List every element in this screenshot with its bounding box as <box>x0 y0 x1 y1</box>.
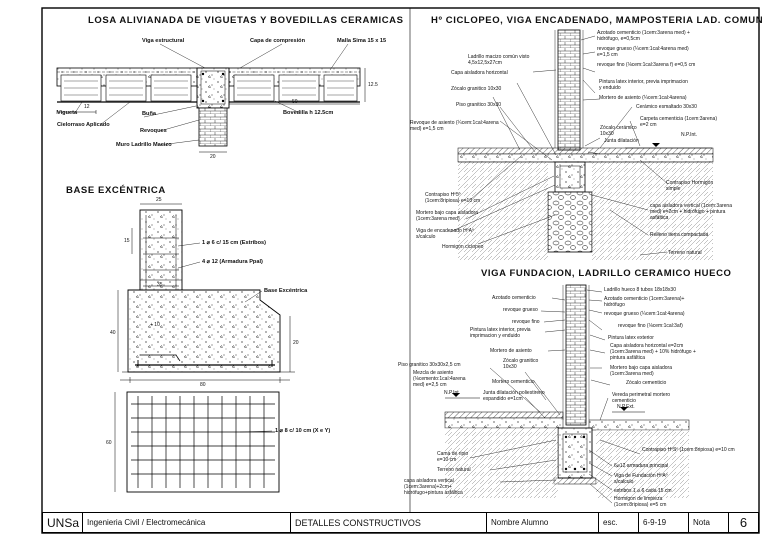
wall-label: Junta dilatación <box>604 138 639 144</box>
slab-label: Vigueta <box>57 110 78 116</box>
beam-label: Cama de ripio e=10 cm <box>437 451 469 463</box>
wall-label: Cerámico esmaltado 30x30 <box>636 104 697 110</box>
wall-label: Revoque de asiento (¼cem:1cal:4arena med… <box>410 120 499 132</box>
beam-label: Ladrillo hueco 8 tubos 18x18x30 <box>604 287 676 293</box>
wall-label: Capa aisladora horizontal <box>451 70 508 76</box>
wall-label: Azotado cementicio (1cem:3arena med) + h… <box>597 30 690 42</box>
footing-dimension: 35 <box>157 282 163 288</box>
beam-label: Pintura latex exterior <box>608 335 654 341</box>
footing-dimension: 20 <box>293 340 299 346</box>
beam-label: Junta dilatación poliestireno expandido … <box>483 390 545 402</box>
beam-label: Contrapiso HºSº (1cem:8ripiosa) e=10 cm <box>642 447 735 453</box>
footing-label: 4 ⌀ 12 (Armadura Ppal) <box>202 259 263 265</box>
wall-label: Mortero bajo capa aisladora (1cem:3arena… <box>416 210 478 222</box>
beam-label: Viga de Fundación HºAº s/calculo <box>614 473 668 485</box>
footing-dimension: 40 <box>110 330 116 336</box>
title-block-date: 6-9-19 <box>639 513 689 532</box>
slab-label: Buña <box>142 111 156 117</box>
wall-label: capa aisladora vertical (1cem:3arena med… <box>650 203 732 221</box>
title-block-career: Ingenieria Civil / Electromecánica <box>83 513 291 532</box>
beam-section-title: VIGA FUNDACION, LADRILLO CERAMICO HUECO <box>481 268 732 279</box>
title-block-org: UNSa <box>43 513 83 532</box>
eccentric-footing-drawing <box>114 203 295 493</box>
beam-label: Hormigon de limpieza (1cem:8ripiosa) e=5… <box>614 496 667 508</box>
beam-label: estribos 1 ⌀ 6 cada 15 cm <box>614 488 672 494</box>
footing-dimension: + 10 <box>150 322 160 328</box>
footing-dimension: 25 <box>156 197 162 203</box>
beam-label: Mortero bajo capa aisladora (1cem:3arena… <box>610 365 672 377</box>
wall-label: Ladrillo macizo común visto 4,5x12,5x27c… <box>468 54 530 66</box>
slab-label: Muro Ladrillo Macizo <box>116 142 172 148</box>
slab-label: Bovedilla h 12.5cm <box>283 110 334 116</box>
wall-label: revoque grueso (¼cem:1cal:4arena med) e=… <box>597 46 689 58</box>
sheet-frame <box>41 7 760 534</box>
wall-label: Contrapiso Hormigón simple <box>666 180 714 192</box>
footing-label: 1 ⌀ 6 c/ 15 cm (Estribos) <box>202 240 266 246</box>
wall-label: Zócalo cerámico 10x30 <box>600 125 637 137</box>
footing-label: 1 ⌀ 8 c/ 10 cm (X e Y) <box>275 428 331 434</box>
footing-dimension: 15 <box>124 238 130 244</box>
beam-label: Mezcla de asiento (⅛cemento:1cal:4arena … <box>413 370 466 388</box>
wall-label: Terreno natural <box>668 250 702 256</box>
beam-label: revoque grueso (¼cem:1cal:4arena) <box>604 311 685 317</box>
beam-label: 6⌀12 armadura principal <box>614 463 669 469</box>
slab-label: Capa de compresión <box>250 38 306 44</box>
wall-foundation-drawing <box>449 29 714 260</box>
beam-label: N.P.Int. <box>444 390 461 396</box>
slab-dimension: 12.5 <box>368 82 378 88</box>
beam-label: Terreno natural <box>437 467 471 473</box>
slab-section-drawing <box>56 43 366 153</box>
beam-label: Capa aisladora horizontal e=2cm (1cem:3a… <box>610 343 696 361</box>
footing-dimension: 80 <box>200 382 206 388</box>
beam-label: revoque fino <box>512 319 540 325</box>
wall-label: revoque fino (⅛cem:1cal:3arena f) e=0,5 … <box>597 62 696 68</box>
wall-label: Zócalo granitico 10x30 <box>451 86 502 92</box>
wall-label: Contrapiso Hº5º (1cem:8ripiosa) e=10 cm <box>425 192 481 204</box>
wall-label: Mortero de asiento (¼cem:1cal:4arena) <box>599 95 687 101</box>
beam-label: Vereda perimetral mortero cementicio <box>612 392 671 404</box>
title-block-sheet-title: DETALLES CONSTRUCTIVOS <box>291 513 487 532</box>
beam-label: revoque fino (⅛cem:1cal:3af) <box>618 323 683 329</box>
ground-beam-drawing <box>444 284 690 504</box>
wall-label: Carpeta cementicia (1cem:3arena) e=2 cm <box>640 116 717 128</box>
slab-label: Cielorraso Aplicado <box>57 122 110 128</box>
beam-label: capa aisladora vertical (1cem:3arena)+2c… <box>404 478 463 496</box>
beam-label: Zócalo cementicio <box>626 380 667 386</box>
beam-label: revoque grueso <box>503 307 538 313</box>
footing-label: Base Excéntrica <box>264 288 308 294</box>
footing-dimension: 60 <box>106 440 112 446</box>
slab-label: Revoques <box>140 128 167 134</box>
title-block: UNSa Ingenieria Civil / Electromecánica … <box>42 512 759 533</box>
beam-label: Zócalo granitico 10x30 <box>503 358 539 370</box>
slab-dimension: 12 <box>84 104 90 110</box>
wall-label: Hormigon ciclopeo <box>442 244 484 250</box>
slab-section-title: LOSA ALIVIANADA DE VIGUETAS Y BOVEDILLAS… <box>88 15 404 26</box>
title-block-grade: Nota <box>689 513 729 532</box>
slab-dimension: 50 <box>292 99 298 105</box>
slab-dimension: 20 <box>210 154 216 160</box>
wall-label: Piso granitico 30x30 <box>456 102 502 108</box>
wall-label: N.P.Int. <box>681 132 698 138</box>
wall-label: Relleno tierra compactada <box>650 232 709 238</box>
title-block-sheet-number: 6 <box>739 515 748 530</box>
beam-label: Piso granitico 30x30x2,5 cm <box>398 362 461 368</box>
slab-label: Viga estructural <box>142 38 185 44</box>
beam-label: Pintura latex interior, previa imprimaci… <box>470 327 531 339</box>
beam-label: Mortero de asiento <box>490 348 532 354</box>
footing-section-title: BASE EXCÉNTRICA <box>66 185 166 196</box>
wall-label: Pintura latex interior, previa imprimaci… <box>599 79 688 91</box>
wall-label: Viga de encadenado HºAº s/calculo <box>416 228 474 240</box>
beam-label: Azotado cementicio <box>492 295 536 301</box>
beam-label: Mortero cementicio <box>492 379 535 385</box>
slab-label: Malla Sima 15 x 15 <box>337 38 387 44</box>
title-block-scale: esc. <box>599 513 639 532</box>
wall-section-title: Hº CICLOPEO, VIGA ENCADENADO, MAMPOSTERI… <box>431 15 764 26</box>
beam-label: Azotado cementicio (1cem:3arena)+ hidróf… <box>604 296 685 308</box>
title-block-student: Nombre Alumno <box>487 513 599 532</box>
beam-label: N.P.Ext. <box>617 404 635 410</box>
